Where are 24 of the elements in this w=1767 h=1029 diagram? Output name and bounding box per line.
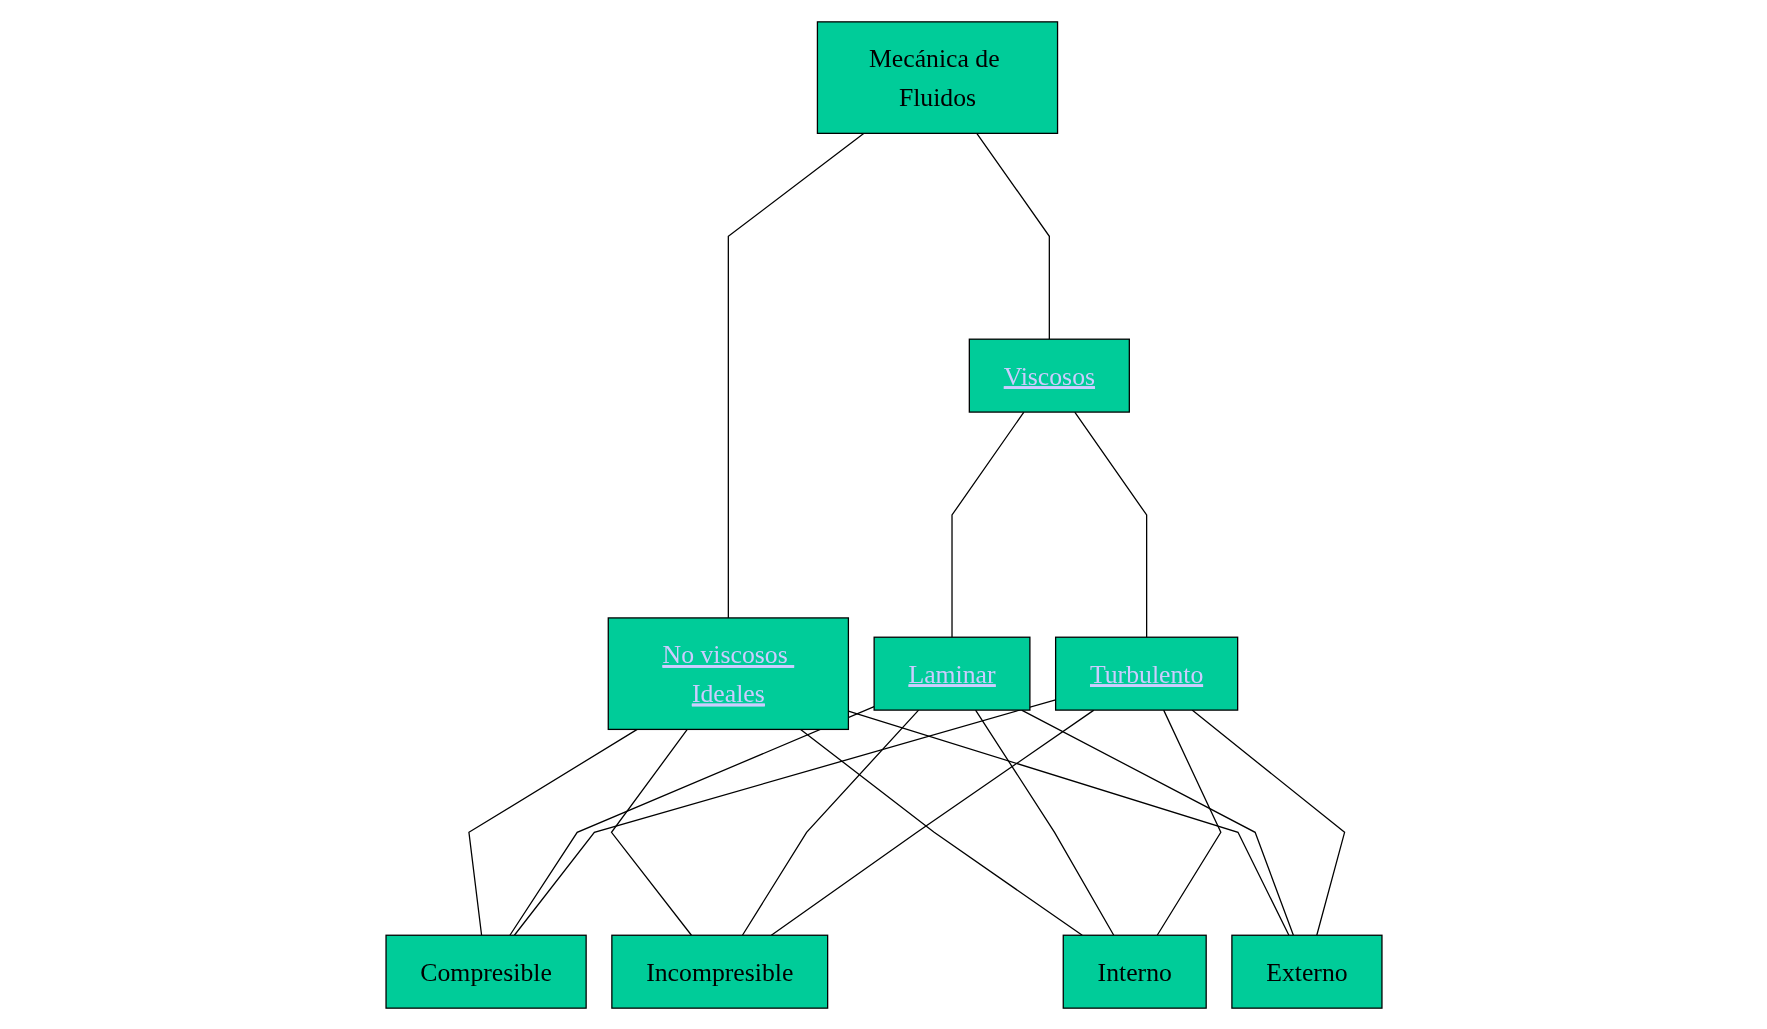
connector [770,708,1095,936]
connector [741,708,919,936]
connector [1020,708,1294,936]
connector [847,709,1290,936]
node-box: Externo [1230,934,1383,1009]
connector [727,132,865,619]
connector [513,698,1056,936]
node-box: Mecánica de Fluidos [816,20,1058,134]
connector [610,728,692,936]
node-box: No viscosos Ideales [607,616,849,730]
node-box: Laminar [873,636,1031,711]
connector [975,132,1050,340]
node-box: Compresible [384,934,587,1009]
connector [950,410,1025,638]
connector [1073,410,1147,638]
node-box: Turbulento [1054,636,1238,711]
connector [799,728,1083,936]
node-box: Viscosos [968,338,1130,413]
connector [467,728,638,936]
node-box: Incompresible [610,934,828,1009]
connector [1190,708,1345,936]
node-box: Interno [1062,934,1207,1009]
connector [1156,708,1222,936]
connector [974,708,1114,936]
